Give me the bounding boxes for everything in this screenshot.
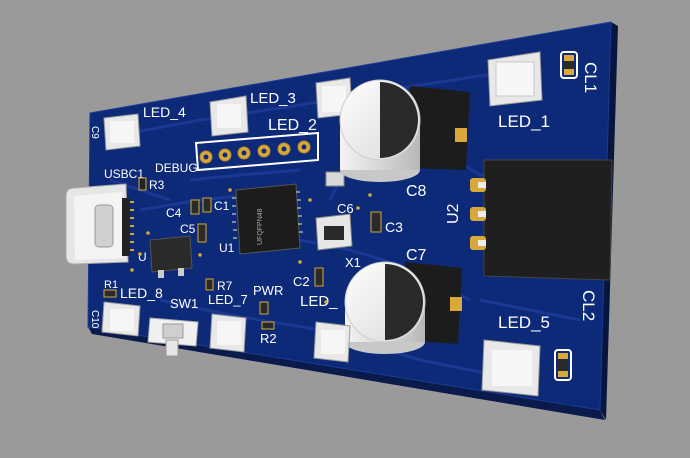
led-7[interactable]: LED_7 (208, 292, 248, 353)
c2-component[interactable]: C2 (293, 267, 324, 289)
led-7-label: LED_7 (208, 292, 248, 307)
board-edge (88, 327, 605, 420)
sw1-switch[interactable]: SW1 (147, 296, 199, 357)
c4-label: C4 (166, 206, 182, 220)
c9-component[interactable]: C9 (89, 126, 100, 139)
c3-component[interactable]: C3 (370, 211, 403, 235)
c5-label: C5 (180, 222, 196, 236)
r7-component[interactable]: R7 (205, 278, 233, 293)
cl2-label: CL2 (579, 290, 598, 321)
led-1[interactable]: LED_1 (487, 51, 550, 131)
led-6-label: LED_ (300, 293, 338, 310)
c10-label: C10 (89, 310, 100, 329)
c6-label: C6 (337, 201, 354, 216)
u2-regulator[interactable]: U2 (445, 159, 613, 281)
c8-capacitor[interactable]: C8 (339, 79, 470, 200)
led-1-label: LED_1 (498, 112, 550, 131)
led-8-label: LED_8 (120, 285, 163, 301)
x1-label: X1 (345, 255, 361, 270)
led-2-debug-header[interactable]: LED_2 (194, 117, 319, 172)
r2-label: R2 (260, 331, 277, 346)
u1-mcu[interactable]: UFQFPN48 U1 (219, 183, 303, 255)
led-5-label: LED_5 (498, 313, 550, 332)
led-4[interactable]: LED_4 (103, 104, 186, 151)
r3-component[interactable]: R3 (138, 177, 165, 192)
usb-c-connector[interactable] (65, 183, 134, 265)
pwr-indicator[interactable]: PWR R2 (253, 283, 283, 346)
cl2-component[interactable]: CL2 (554, 290, 598, 381)
c1-component[interactable]: C1 (202, 197, 230, 213)
led-3[interactable]: LED_3 (209, 90, 296, 137)
sw1-label: SW1 (170, 296, 198, 311)
c4-component[interactable]: C4 (166, 199, 200, 220)
led-4-label: LED_4 (143, 104, 186, 120)
c-small-smd (325, 171, 345, 187)
c7-capacitor[interactable]: C7 (344, 247, 462, 354)
c5-component[interactable]: C5 (180, 222, 207, 243)
x1-crystal[interactable]: C6 X1 (315, 201, 361, 270)
c1-label: C1 (214, 199, 230, 213)
u3-label: U (138, 250, 147, 264)
r7-label: R7 (217, 279, 233, 293)
pwr-label: PWR (253, 283, 283, 298)
led-6[interactable]: LED_ (300, 293, 351, 363)
r1-label: R1 (104, 279, 118, 291)
c2-label: C2 (293, 274, 310, 289)
mcu-marking: UFQFPN48 (257, 208, 264, 245)
led-5[interactable]: LED_5 (481, 313, 550, 397)
debug-label: DEBUG (155, 161, 198, 175)
r1-component[interactable]: R1 (103, 279, 118, 298)
led-3-label: LED_3 (250, 90, 296, 107)
vias (130, 188, 372, 304)
r3-label: R3 (149, 178, 165, 192)
c3-label: C3 (385, 219, 403, 235)
led-8[interactable]: LED_8 (101, 285, 163, 337)
u3-regulator[interactable]: U (138, 235, 193, 278)
u2-label: U2 (445, 203, 462, 224)
c7-label: C7 (406, 247, 427, 264)
c8-label: C8 (406, 183, 427, 200)
c9-label: C9 (89, 126, 100, 139)
cl1-label: CL1 (581, 62, 600, 93)
usbc1-label: USBC1 (104, 167, 144, 181)
led-2-label: LED_2 (268, 117, 317, 134)
u1-label: U1 (219, 241, 235, 255)
cl1-component[interactable]: CL1 (560, 51, 600, 93)
